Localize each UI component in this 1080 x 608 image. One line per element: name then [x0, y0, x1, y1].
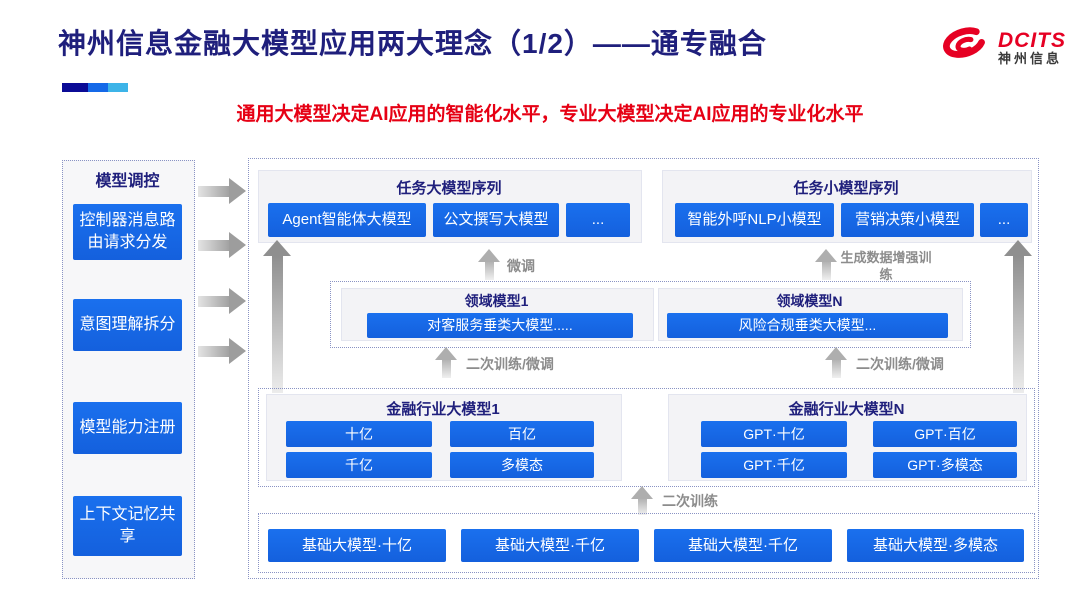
model-chip-gpt-100b: GPT·千亿 [701, 452, 847, 478]
domain-model-1-title: 领域模型1 [464, 293, 529, 309]
gen-data-training-label: 生成数据增强训练 [840, 250, 932, 282]
fine-tune-label: 微调 [507, 258, 535, 274]
company-logo: DCITS 神州信息 [938, 18, 1074, 78]
domain-model-n-title: 领域模型N [776, 293, 843, 309]
model-chip-base-1b: 基础大模型·十亿 [268, 529, 446, 562]
sidebar-item-router: 控制器消息路由请求分发 [73, 204, 182, 260]
retrain-label: 二次训练 [662, 493, 718, 509]
logo-company-text: 神州信息 [998, 51, 1063, 67]
model-chip-multimodal: 多模态 [450, 452, 594, 478]
arrow-up-icon [815, 249, 837, 280]
model-chip-customer-service: 对客服务垂类大模型..... [367, 313, 633, 338]
arrow-right-icon [198, 288, 246, 314]
title-accent-bar [62, 83, 128, 92]
sidebar-item-intent: 意图理解拆分 [73, 299, 182, 351]
model-chip-more: ... [566, 203, 630, 237]
arrow-right-icon [198, 232, 246, 258]
retrain-finetune-label: 二次训练/微调 [856, 356, 944, 372]
arrow-up-icon [824, 347, 848, 378]
model-chip-base-100b: 基础大模型·千亿 [461, 529, 639, 562]
model-chip-gpt-1b: GPT·十亿 [701, 421, 847, 447]
domain-model-container [330, 281, 971, 348]
arrow-right-icon [198, 178, 246, 204]
model-chip-100b: 千亿 [286, 452, 432, 478]
model-chip-base-multimodal: 基础大模型·多模态 [847, 529, 1024, 562]
sidebar-item-registry: 模型能力注册 [73, 402, 182, 454]
sidebar-item-context: 上下文记忆共享 [73, 496, 182, 556]
model-chip-more: ... [980, 203, 1028, 237]
model-chip-agent: Agent智能体大模型 [268, 203, 426, 237]
model-chip-risk-compliance: 风险合规垂类大模型... [667, 313, 948, 338]
retrain-finetune-label: 二次训练/微调 [466, 356, 554, 372]
arrow-up-icon [434, 347, 458, 378]
arrow-right-icon [198, 338, 246, 364]
task-large-model-title: 任务大模型序列 [396, 180, 502, 197]
model-control-title: 模型调控 [95, 173, 160, 190]
model-chip-10b: 百亿 [450, 421, 594, 447]
logo-brand-text: DCITS [998, 29, 1066, 53]
model-chip-gpt-10b: GPT·百亿 [873, 421, 1017, 447]
base-model-container [258, 513, 1035, 573]
arrow-up-tall-icon [1004, 240, 1032, 393]
slide-subtitle: 通用大模型决定AI应用的智能化水平，专业大模型决定AI应用的专业化水平 [236, 104, 864, 125]
industry-model-1-title: 金融行业大模型1 [386, 401, 500, 418]
model-chip-marketing: 营销决策小模型 [841, 203, 974, 237]
model-chip-gpt-multimodal: GPT·多模态 [873, 452, 1017, 478]
arrow-up-icon [478, 249, 500, 280]
page-title: 神州信息金融大模型应用两大理念（1/2）——通专融合 [58, 28, 767, 59]
arrow-up-icon [630, 486, 654, 515]
model-chip-outbound-nlp: 智能外呼NLP小模型 [675, 203, 834, 237]
dcits-swirl-icon [938, 24, 992, 73]
model-chip-1b: 十亿 [286, 421, 432, 447]
task-small-model-title: 任务小模型序列 [793, 180, 899, 197]
model-chip-doc-writing: 公文撰写大模型 [433, 203, 559, 237]
arrow-up-tall-icon [263, 240, 291, 393]
model-chip-base-100b: 基础大模型·千亿 [654, 529, 832, 562]
model-architecture-container [248, 158, 1039, 579]
industry-model-n-title: 金融行业大模型N [788, 401, 905, 418]
